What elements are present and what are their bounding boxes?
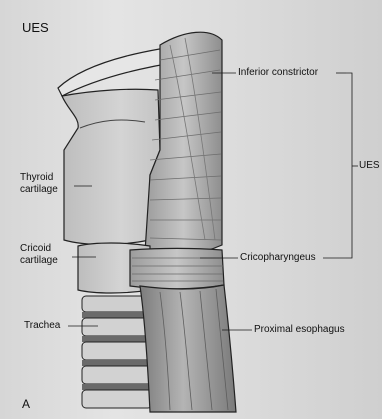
label-ues-bracket: UES [359, 160, 380, 172]
cricopharyngeus-shape [130, 249, 224, 289]
label-thyroid-cartilage: Thyroid cartilage [20, 172, 76, 196]
label-cricopharyngeus: Cricopharyngeus [240, 252, 316, 264]
figure-title: UES [22, 22, 49, 34]
label-inferior-constrictor: Inferior constrictor [238, 67, 318, 79]
label-proximal-esophagus: Proximal esophagus [254, 324, 345, 336]
label-cricoid-cartilage: Cricoid cartilage [20, 243, 76, 267]
panel-letter: A [22, 398, 30, 410]
thyroid-cartilage-shape [62, 89, 160, 244]
label-trachea: Trachea [24, 320, 60, 332]
trachea-shape [82, 296, 152, 408]
